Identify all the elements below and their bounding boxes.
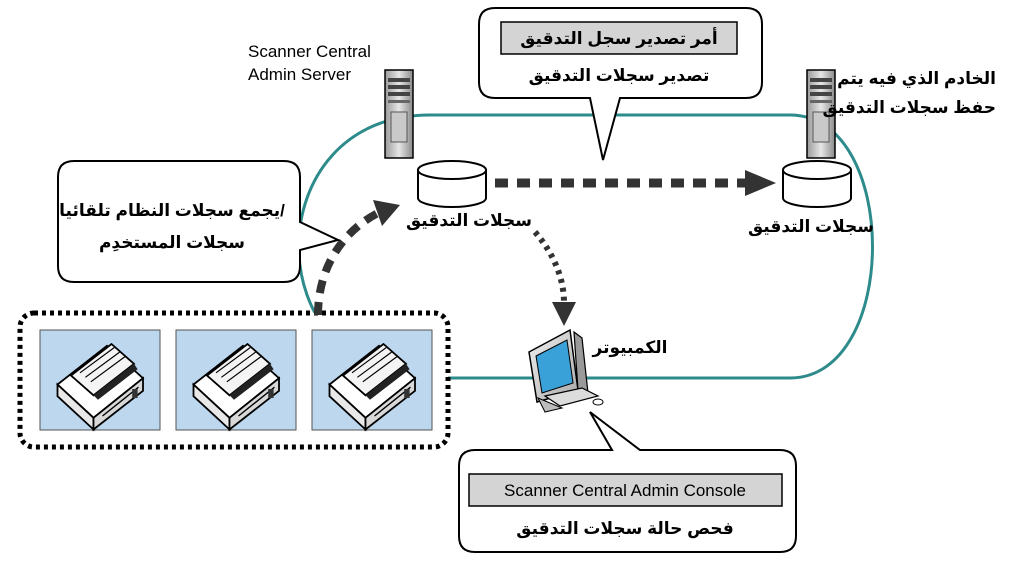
computer-label: الكمبيوتر: [592, 338, 668, 358]
collect-callout: يجمع سجلات النظام تلقائيا/ سجلات المستخد…: [57, 160, 341, 283]
export-command-box: [500, 21, 738, 55]
collect-text-line1: يجمع سجلات النظام تلقائيا/: [59, 201, 285, 221]
scanner-2: [175, 329, 297, 431]
collect-text-line2: سجلات المستخدِم: [99, 233, 245, 252]
console-description: فحص حالة سجلات التدقيق: [516, 519, 733, 539]
console-callout: Scanner Central Admin Console فحص حالة س…: [458, 411, 797, 553]
storage-server-icon: [806, 69, 836, 159]
database-icon-left: [417, 160, 487, 208]
export-command-text: أمر تصدير سجل التدقيق: [520, 27, 718, 49]
audit-logs-label-left: سجلات التدقيق: [406, 211, 532, 231]
collect-arrow: [314, 200, 400, 316]
export-description: تصدير سجلات التدقيق: [529, 66, 710, 86]
storage-server-label-line1: الخادم الذي فيه يتم: [837, 69, 996, 89]
database-icon-right: [782, 160, 852, 208]
scanner-1: [39, 329, 161, 431]
export-callout: أمر تصدير سجل التدقيق تصدير سجلات التدقي…: [478, 7, 763, 161]
console-command-box: [468, 473, 783, 507]
storage-server-label-line2: حفظ سجلات التدقيق: [823, 98, 996, 118]
central-server-label-line1: Scanner Central: [248, 42, 371, 61]
export-arrow: [495, 170, 776, 196]
central-server-label-line2: Admin Server: [248, 65, 351, 84]
central-server-icon: [384, 69, 414, 159]
console-command-text: Scanner Central Admin Console: [504, 481, 746, 500]
scanner-3: [311, 329, 433, 431]
computer-icon: [528, 328, 604, 413]
view-arrow: [532, 230, 576, 326]
audit-logs-label-right: سجلات التدقيق: [748, 217, 874, 237]
